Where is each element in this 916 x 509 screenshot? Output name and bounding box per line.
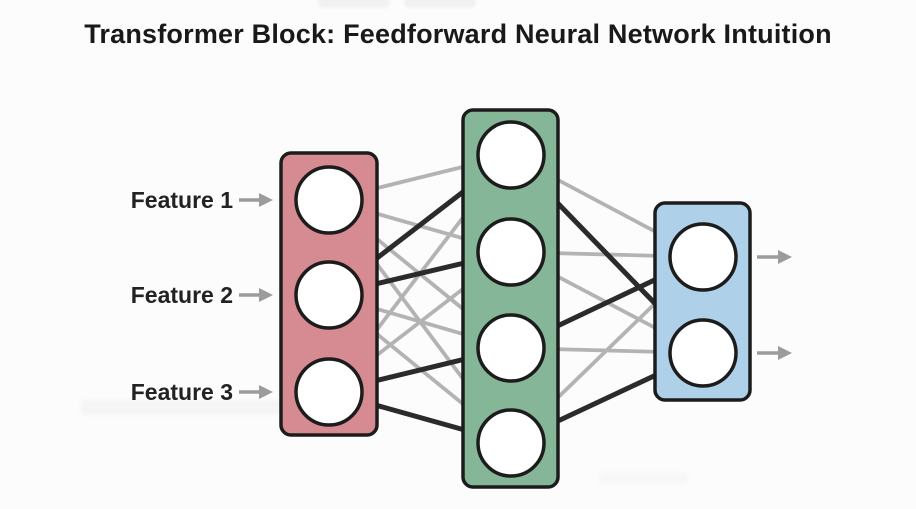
hidden-layer-node <box>476 408 546 478</box>
input-layer-node <box>294 260 364 330</box>
watermark-smudge <box>318 0 390 8</box>
input-arrow-right-icon-head <box>259 288 273 302</box>
page-title: Transformer Block: Feedforward Neural Ne… <box>84 19 832 49</box>
hidden-layer-node <box>476 313 546 383</box>
hidden-layer-node <box>476 120 546 190</box>
hidden-layer-node <box>476 217 546 287</box>
input-arrow-right-icon-head <box>259 193 273 207</box>
output-arrow-right-icon-head <box>778 250 792 264</box>
input-layer-node <box>294 357 364 427</box>
output-layer-node <box>668 318 738 388</box>
watermark-smudge <box>404 0 476 8</box>
output-arrow-right-icon-head <box>778 346 792 360</box>
input-layer-node <box>294 165 364 235</box>
input-label-feature-2: Feature 2 <box>130 282 233 308</box>
hidden-layer-box <box>461 108 560 489</box>
output-layer-node <box>668 222 738 292</box>
input-arrow-right-icon-head <box>259 385 273 399</box>
input-label-feature-3: Feature 3 <box>130 379 233 405</box>
input-label-feature-1: Feature 1 <box>130 187 233 213</box>
